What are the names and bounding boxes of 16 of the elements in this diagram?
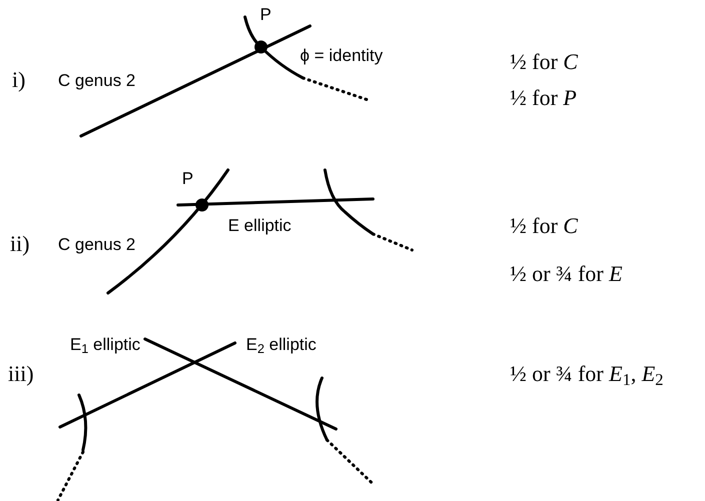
curve-label: E elliptic [228,215,292,236]
note-text: ½ or ¾ for E [510,260,622,288]
curve-label: ϕ = identity [300,45,383,66]
curve-label: P [182,168,194,190]
curve-label: P [260,4,272,26]
curve-label: C genus 2 [58,70,136,92]
curve-label: C genus 2 [58,234,136,256]
note-text: ½ for P [510,84,577,112]
part-number: iii) [8,360,34,388]
note-text: ½ for C [510,48,578,76]
note-text: ½ or ¾ for E$_{1}$, E$_{2}$ [510,360,664,388]
part-number: ii) [10,230,30,258]
part-number: i) [12,66,26,94]
curve-label: E$_{2}$ elliptic [246,334,318,356]
curve-label: E$_{1}$ elliptic [70,334,142,356]
note-text: ½ for C [510,212,578,240]
